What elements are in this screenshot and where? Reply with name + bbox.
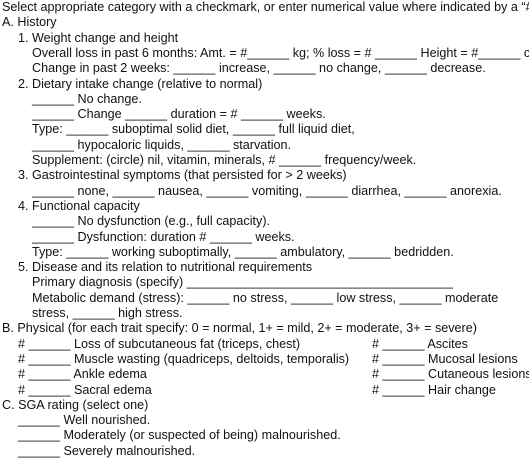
- trait-loss-subcutaneous-fat: # ______ Loss of subcutaneous fat (trice…: [18, 336, 301, 351]
- primary-diagnosis-line: Primary diagnosis (specify) ____________…: [32, 275, 453, 290]
- gi-symptoms-title: 3. Gastrointestinal symptoms (that persi…: [18, 168, 347, 183]
- supplement-line: Supplement: (circle) nil, vitamin, miner…: [32, 153, 417, 167]
- metabolic-demand-line-1: Metabolic demand (stress): ______ no str…: [32, 290, 499, 305]
- weight-loss-line: Overall loss in past 6 months: Amt. = #_…: [32, 45, 529, 60]
- trait-cutaneous-lesions: # ______ Cutaneous lesions: [372, 367, 529, 382]
- weight-change-2-weeks-line: Change in past 2 weeks: ______ increase,…: [32, 61, 486, 76]
- section-a-heading: A. History: [2, 15, 57, 30]
- sga-option-well-nourished: ______ Well nourished.: [18, 413, 151, 428]
- dietary-change-option: ______ Change ______ duration = # ______…: [32, 107, 326, 122]
- dietary-type-line-1: Type: ______ suboptimal solid diet, ____…: [32, 122, 355, 137]
- trait-ankle-edema: # ______ Ankle edema: [18, 367, 147, 382]
- metabolic-demand-line-2: stress, ______ high stress.: [32, 306, 183, 320]
- dietary-no-change-option: ______ No change.: [32, 91, 142, 106]
- trait-mucosal-lesions: # ______ Mucosal lesions: [372, 351, 518, 366]
- gi-symptoms-options: ______ none, ______ nausea, ______ vomit…: [32, 183, 502, 198]
- trait-muscle-wasting: # ______ Muscle wasting (quadriceps, del…: [18, 351, 350, 366]
- trait-hair-change: # ______ Hair change: [372, 382, 496, 397]
- dietary-intake-title: 2. Dietary intake change (relative to no…: [18, 76, 263, 91]
- physical-trait-row: # ______ Muscle wasting (quadriceps, del…: [0, 352, 529, 367]
- sga-option-severely-malnourished: ______ Severely malnourished.: [18, 443, 196, 458]
- physical-trait-row: # ______ Ankle edema # ______ Cutaneous …: [0, 367, 529, 382]
- no-dysfunction-option: ______ No dysfunction (e.g., full capaci…: [32, 214, 271, 229]
- physical-trait-row: # ______ Sacral edema # ______ Hair chan…: [0, 383, 529, 398]
- trait-ascites: # ______ Ascites: [372, 336, 468, 351]
- weight-change-title: 1. Weight change and height: [18, 30, 179, 45]
- functional-type-line: Type: ______ working suboptimally, _____…: [32, 244, 454, 259]
- disease-title: 5. Disease and its relation to nutrition…: [18, 260, 313, 275]
- section-b-heading: B. Physical (for each trait specify: 0 =…: [2, 321, 477, 336]
- trait-sacral-edema: # ______ Sacral edema: [18, 382, 152, 397]
- dysfunction-option: ______ Dysfunction: duration # ______ we…: [32, 229, 295, 244]
- functional-capacity-title: 4. Functional capacity: [18, 198, 140, 213]
- dietary-type-line-2: ______ hypocaloric liquids, ______ starv…: [32, 137, 292, 152]
- section-c-heading: C. SGA rating (select one): [2, 397, 149, 412]
- form-instructions: Select appropriate category with a check…: [2, 0, 529, 14]
- sga-option-moderately-malnourished: ______ Moderately (or suspected of being…: [18, 428, 341, 443]
- physical-trait-row: # ______ Loss of subcutaneous fat (trice…: [0, 337, 529, 352]
